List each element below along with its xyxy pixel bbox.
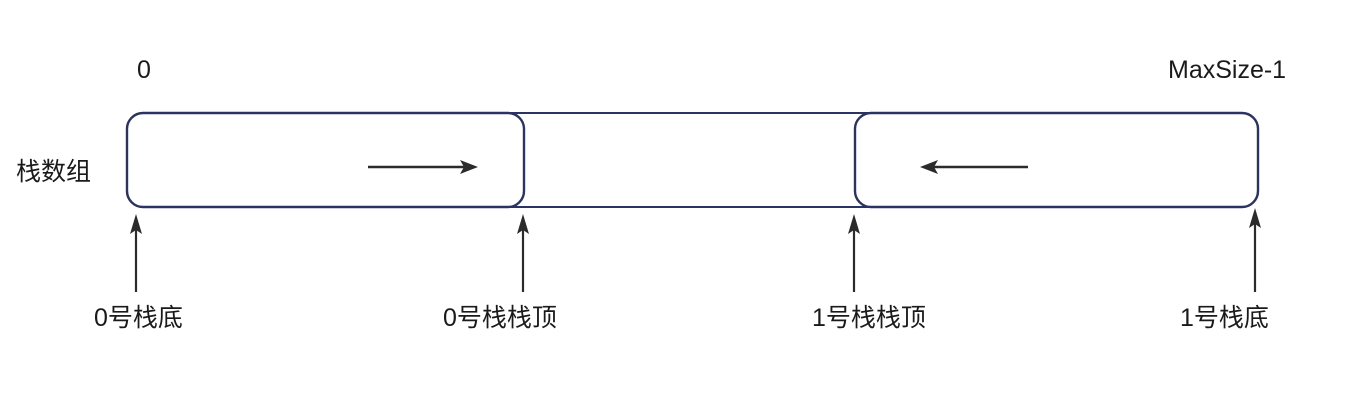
stack1-growth-arrow-icon [920, 160, 1028, 174]
stack0-growth-arrow-icon [368, 160, 478, 174]
stack1-region-box [853, 111, 1260, 209]
array-side-label: 栈数组 [16, 158, 92, 186]
index-label-start: 0 [137, 56, 151, 84]
pointer-label-stack1-top: 1号栈栈顶 [812, 304, 926, 332]
stack0-bottom-pointer-arrow-icon [130, 214, 142, 292]
stack1-bottom-pointer-arrow-icon [1249, 208, 1261, 292]
stack0-top-pointer-arrow-icon [517, 214, 529, 292]
pointer-label-stack0-top: 0号栈栈顶 [443, 304, 557, 332]
pointer-label-stack1-bottom: 1号栈底 [1180, 304, 1269, 332]
stack0-region-box [125, 111, 526, 209]
array-container-outline [126, 112, 1259, 208]
stack1-top-pointer-arrow-icon [848, 214, 860, 292]
pointer-label-stack0-bottom: 0号栈底 [94, 304, 183, 332]
index-label-end: MaxSize-1 [1168, 56, 1287, 84]
